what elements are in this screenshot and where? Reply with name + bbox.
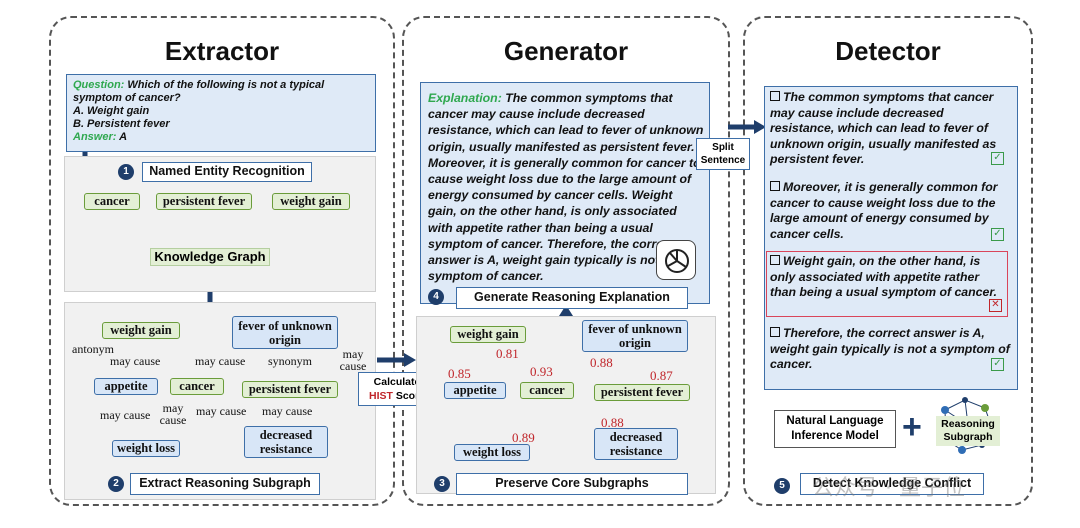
sub-node-cancer: cancer bbox=[170, 378, 224, 395]
step2-label: Extract Reasoning Subgraph bbox=[130, 473, 320, 495]
sub-node-weight-loss: weight loss bbox=[112, 440, 180, 457]
conflict-sentence-box bbox=[766, 251, 1008, 317]
edge-label: may cause bbox=[110, 354, 161, 368]
score-label: 0.87 bbox=[650, 368, 673, 383]
nli-model-box: Natural Language Inference Model bbox=[774, 410, 896, 448]
edge-label: may cause bbox=[100, 408, 151, 422]
score-label: 0.88 bbox=[601, 415, 624, 430]
split-label: Split bbox=[712, 142, 734, 153]
core-node-appetite: appetite bbox=[444, 382, 506, 399]
sub-node-weight-gain: weight gain bbox=[102, 322, 180, 339]
core-node-weight-loss: weight loss bbox=[454, 444, 530, 461]
sentence-item-3: Weight gain, on the other hand, is only … bbox=[770, 254, 1006, 301]
step3-badge: 3 bbox=[434, 476, 450, 492]
step4-badge: 4 bbox=[428, 289, 444, 305]
sentence-label: Sentence bbox=[700, 155, 746, 166]
knowledge-graph-label: Knowledge Graph bbox=[150, 248, 270, 266]
sentence-text: Therefore, the correct answer is A, weig… bbox=[770, 326, 1010, 372]
answer-value: A bbox=[119, 131, 128, 143]
rs-line2: Subgraph bbox=[943, 431, 993, 443]
score-label: 0.85 bbox=[448, 366, 471, 381]
score-label: 0.88 bbox=[590, 355, 613, 370]
generator-title: Generator bbox=[503, 36, 629, 66]
sentence-item-2: Moreover, it is generally common for can… bbox=[770, 180, 1010, 242]
explanation-text: Explanation: The common symptoms that ca… bbox=[428, 90, 704, 284]
extractor-title: Extractor bbox=[164, 36, 280, 66]
detector-panel bbox=[743, 16, 1033, 506]
edge-label: may cause bbox=[195, 354, 246, 368]
check-icon: ✓ bbox=[991, 358, 1004, 371]
plus-icon: + bbox=[902, 408, 922, 446]
nli-line1: Natural Language bbox=[786, 415, 884, 427]
step2-badge: 2 bbox=[108, 476, 124, 492]
step1-badge: 1 bbox=[118, 164, 134, 180]
sub-node-decreased-resistance: decreased resistance bbox=[244, 426, 328, 458]
sentence-item-1: The common symptoms that cancer may caus… bbox=[770, 90, 1010, 168]
score-label: 0.93 bbox=[530, 364, 553, 379]
rs-line1: Reasoning bbox=[941, 418, 995, 430]
core-node-weight-gain: weight gain bbox=[450, 326, 526, 343]
core-node-fever: fever of unknown origin bbox=[582, 320, 688, 352]
core-node-persistent-fever: persistent fever bbox=[594, 384, 690, 401]
option-b: B. Persistent fever bbox=[73, 118, 170, 130]
checkbox-icon bbox=[770, 91, 780, 101]
checkbox-icon bbox=[770, 255, 780, 265]
check-icon: ✓ bbox=[991, 228, 1004, 241]
sentence-text: Weight gain, on the other hand, is only … bbox=[770, 254, 997, 300]
step5-label: Detect Knowledge Conflict bbox=[800, 473, 984, 495]
edge-label-synonym: synonym bbox=[268, 354, 313, 368]
hist-label: HIST bbox=[368, 390, 393, 402]
entity-cancer: cancer bbox=[84, 193, 140, 210]
openai-icon bbox=[656, 240, 696, 280]
answer-label: Answer: bbox=[73, 131, 117, 143]
question-text: Which of the following is not a typical … bbox=[73, 79, 325, 104]
explanation-label: Explanation: bbox=[428, 91, 502, 105]
score-label: 0.81 bbox=[496, 346, 519, 361]
check-icon: ✓ bbox=[991, 152, 1004, 165]
step5-badge: 5 bbox=[774, 478, 790, 494]
option-a: A. Weight gain bbox=[73, 105, 150, 117]
sub-node-fever: fever of unknown origin bbox=[232, 316, 338, 349]
question-label: Question: bbox=[73, 79, 125, 91]
calculate-label: Calculate bbox=[373, 376, 421, 388]
sentence-text: The common symptoms that cancer may caus… bbox=[770, 90, 997, 167]
detector-sentences-box bbox=[764, 86, 1018, 390]
extractor-panel bbox=[49, 16, 395, 506]
generator-panel bbox=[402, 16, 730, 506]
watermark: 公众号 · 量子位 bbox=[812, 476, 965, 501]
edge-label-antonym: antonym bbox=[72, 342, 114, 356]
cross-icon: ✕ bbox=[989, 299, 1002, 312]
step3-label: Preserve Core Subgraphs bbox=[456, 473, 688, 495]
edge-label: may cause bbox=[196, 404, 247, 418]
split-sentence-box: Split Sentence bbox=[696, 138, 750, 170]
explanation-body: The common symptoms that cancer may caus… bbox=[428, 91, 704, 284]
detector-title: Detector bbox=[835, 36, 941, 66]
sub-node-persistent-fever: persistent fever bbox=[242, 381, 338, 398]
sentence-text: Moreover, it is generally common for can… bbox=[770, 180, 998, 241]
reasoning-subgraph-label: Reasoning Subgraph bbox=[936, 416, 1000, 446]
step1-label: Named Entity Recognition bbox=[142, 162, 312, 182]
edge-label: may cause bbox=[262, 404, 313, 418]
sub-node-appetite: appetite bbox=[94, 378, 158, 395]
edge-label: may cause bbox=[159, 401, 187, 427]
core-node-decreased-resistance: decreased resistance bbox=[594, 428, 678, 460]
step4-label: Generate Reasoning Explanation bbox=[456, 287, 688, 309]
core-node-cancer: cancer bbox=[520, 382, 574, 399]
score-label: 0.89 bbox=[512, 430, 535, 445]
edge-label: may cause bbox=[339, 347, 367, 373]
checkbox-icon bbox=[770, 327, 780, 337]
sentence-item-4: Therefore, the correct answer is A, weig… bbox=[770, 326, 1010, 373]
nli-line2: Inference Model bbox=[791, 430, 879, 442]
entity-persistent-fever: persistent fever bbox=[156, 193, 252, 210]
entity-weight-gain: weight gain bbox=[272, 193, 350, 210]
checkbox-icon bbox=[770, 181, 780, 191]
question-box: Question: Which of the following is not … bbox=[66, 74, 376, 152]
